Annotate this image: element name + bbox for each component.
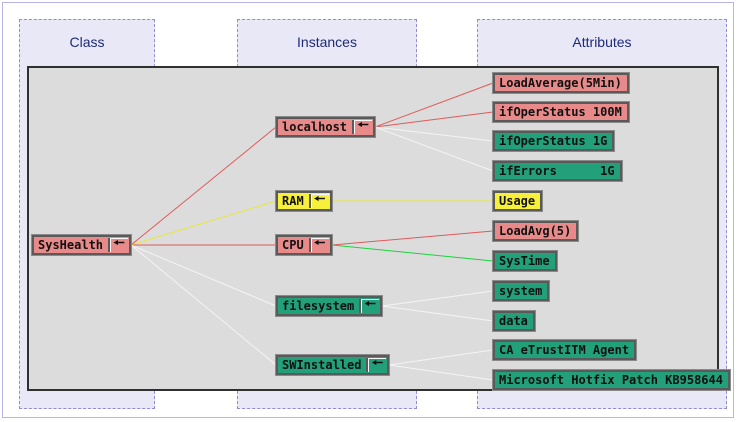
- attribute-label: system: [499, 284, 543, 298]
- attribute-node[interactable]: ifErrors 1G: [492, 160, 623, 182]
- instance-node-ram[interactable]: RAM 🠔: [275, 190, 333, 212]
- expand-arrow-icon[interactable]: 🠔: [366, 356, 386, 372]
- attribute-node[interactable]: ifOperStatus 1G: [491, 130, 616, 152]
- instance-node-localhost[interactable]: localhost 🠔: [274, 116, 377, 138]
- instance-node-swinstalled[interactable]: SWInstalled 🠔: [274, 354, 391, 376]
- attribute-node[interactable]: CA eTrustITM Agent: [491, 339, 638, 361]
- attribute-label: LoadAverage(5Min): [499, 76, 622, 90]
- attribute-label: ifOperStatus 100M: [499, 105, 622, 119]
- instance-node-label: localhost: [282, 120, 348, 134]
- expand-arrow-icon[interactable]: 🠔: [308, 192, 329, 208]
- attribute-label: ifOperStatus 1G: [499, 134, 608, 148]
- instance-node-cpu[interactable]: CPU 🠔: [275, 234, 333, 256]
- attribute-node[interactable]: data: [492, 310, 536, 332]
- instance-node-filesystem[interactable]: filesystem 🠔: [274, 295, 384, 317]
- attribute-node[interactable]: SysTime: [492, 250, 558, 272]
- instance-node-label: SWInstalled: [282, 358, 362, 372]
- attribute-label: LoadAvg(5): [499, 224, 572, 238]
- attribute-node[interactable]: Usage: [491, 190, 544, 212]
- attribute-label: ifErrors 1G: [499, 164, 615, 178]
- attribute-label: CA eTrustITM Agent: [499, 343, 630, 357]
- expand-arrow-icon[interactable]: 🠔: [352, 118, 372, 134]
- class-node-label: SysHealth: [38, 238, 104, 252]
- attributes-column-header: Attributes: [572, 34, 632, 50]
- instance-node-label: CPU: [282, 238, 304, 252]
- attribute-node[interactable]: Microsoft Hotfix Patch KB958644: [492, 369, 731, 391]
- diagram-frame: [2, 2, 734, 418]
- expand-arrow-icon[interactable]: 🠔: [308, 236, 329, 252]
- attribute-node[interactable]: LoadAverage(5Min): [492, 72, 630, 94]
- expand-arrow-icon[interactable]: 🠔: [359, 297, 379, 313]
- attribute-node[interactable]: ifOperStatus 100M: [492, 101, 630, 123]
- class-column-header: Class: [69, 34, 105, 50]
- attribute-node[interactable]: LoadAvg(5): [491, 220, 580, 242]
- attribute-node[interactable]: system: [491, 280, 551, 302]
- attribute-label: Usage: [499, 194, 536, 208]
- expand-arrow-icon[interactable]: 🠔: [108, 236, 128, 252]
- instance-node-label: filesystem: [282, 299, 355, 313]
- attribute-label: Microsoft Hotfix Patch KB958644: [499, 373, 723, 387]
- instance-node-label: RAM: [282, 194, 304, 208]
- instances-column-header: Instances: [297, 34, 357, 50]
- attribute-label: data: [499, 314, 528, 328]
- attribute-label: SysTime: [499, 254, 550, 268]
- class-node-syshealth[interactable]: SysHealth 🠔: [30, 234, 133, 256]
